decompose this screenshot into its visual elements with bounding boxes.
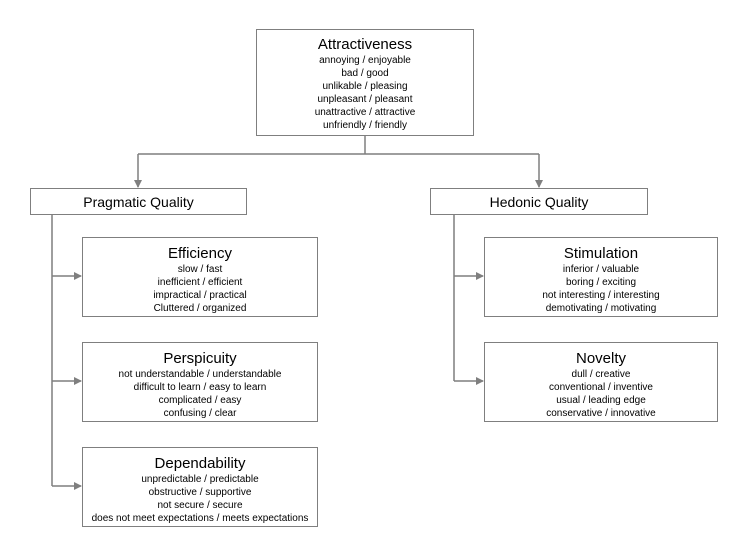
item: boring / exciting [565, 277, 637, 288]
hedonic-quality-box: Hedonic Quality [430, 188, 648, 215]
novelty-title: Novelty [575, 350, 627, 367]
item: complicated / easy [158, 395, 242, 406]
stimulation-title: Stimulation [563, 245, 639, 262]
item: does not meet expectations / meets expec… [91, 513, 309, 524]
item: demotivating / motivating [545, 303, 657, 314]
item: not understandable / understandable [118, 369, 282, 380]
item: conventional / inventive [549, 382, 653, 393]
efficiency-title: Efficiency [168, 245, 232, 262]
item: inferior / valuable [562, 264, 640, 275]
item: dull / creative [571, 369, 631, 380]
item: conservative / innovative [546, 408, 656, 419]
item: not interesting / interesting [542, 290, 660, 301]
item: inefficient / efficient [157, 277, 243, 288]
attractiveness-items: annoying / enjoyable bad / good unlikabl… [257, 54, 473, 132]
dependability-title: Dependability [154, 455, 246, 472]
item: Cluttered / organized [153, 303, 247, 314]
item: unfriendly / friendly [323, 120, 407, 131]
item: confusing / clear [163, 408, 237, 419]
item: obstructive / supportive [148, 487, 252, 498]
item: slow / fast [177, 264, 223, 275]
item: difficult to learn / easy to learn [133, 382, 267, 393]
novelty-items: dull / creative conventional / inventive… [485, 368, 717, 420]
perspicuity-title: Perspicuity [163, 350, 237, 367]
item: annoying / enjoyable [319, 55, 411, 66]
dependability-items: unpredictable / predictable obstructive … [83, 473, 317, 525]
novelty-box: Novelty dull / creative conventional / i… [484, 342, 718, 422]
attractiveness-box: Attractiveness annoying / enjoyable bad … [256, 29, 474, 136]
attractiveness-title: Attractiveness [317, 36, 413, 53]
stimulation-items: inferior / valuable boring / exciting no… [485, 263, 717, 315]
perspicuity-items: not understandable / understandable diff… [83, 368, 317, 420]
hedonic-quality-title: Hedonic Quality [489, 193, 589, 210]
stimulation-box: Stimulation inferior / valuable boring /… [484, 237, 718, 317]
item: unattractive / attractive [314, 107, 416, 118]
item: bad / good [341, 68, 389, 79]
item: not secure / secure [157, 500, 243, 511]
perspicuity-box: Perspicuity not understandable / underst… [82, 342, 318, 422]
item: unpredictable / predictable [141, 474, 259, 485]
item: impractical / practical [153, 290, 247, 301]
efficiency-box: Efficiency slow / fast inefficient / eff… [82, 237, 318, 317]
efficiency-items: slow / fast inefficient / efficient impr… [83, 263, 317, 315]
item: unlikable / pleasing [322, 81, 408, 92]
item: unpleasant / pleasant [317, 94, 413, 105]
pragmatic-quality-title: Pragmatic Quality [83, 193, 194, 210]
pragmatic-quality-box: Pragmatic Quality [30, 188, 247, 215]
item: usual / leading edge [556, 395, 646, 406]
dependability-box: Dependability unpredictable / predictabl… [82, 447, 318, 527]
